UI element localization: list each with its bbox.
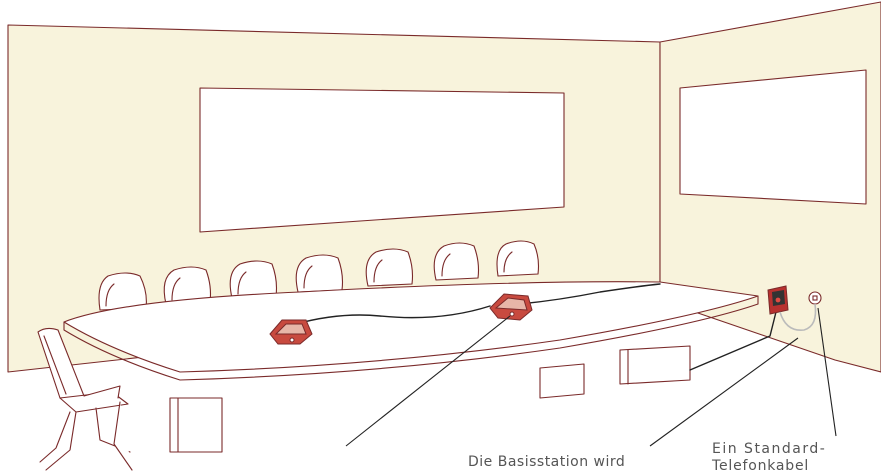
- caption-cable-line1: Ein Standard-: [712, 441, 827, 457]
- leader-line-base-2: [649, 337, 799, 447]
- whiteboard-back: [199, 87, 565, 233]
- conference-phone-right: [489, 293, 533, 321]
- caption-cable-line2: Telefonkabel: [712, 458, 810, 474]
- whiteboard-right: [679, 69, 867, 205]
- leader-line-base: [345, 315, 511, 447]
- caption-base-station: Die Basisstation wird: [468, 454, 626, 470]
- leader-line-cable: [817, 307, 837, 437]
- wall-phone-jack-icon: [767, 285, 789, 315]
- front-chair: [37, 327, 133, 471]
- conference-table: [63, 281, 759, 373]
- chairs-back-row: [98, 240, 540, 311]
- wall-cable: [689, 303, 779, 371]
- phone-cable: [295, 283, 661, 325]
- network-outlet-icon: [779, 291, 822, 331]
- conference-phone-left: [269, 319, 313, 345]
- table-pedestals: [169, 345, 691, 453]
